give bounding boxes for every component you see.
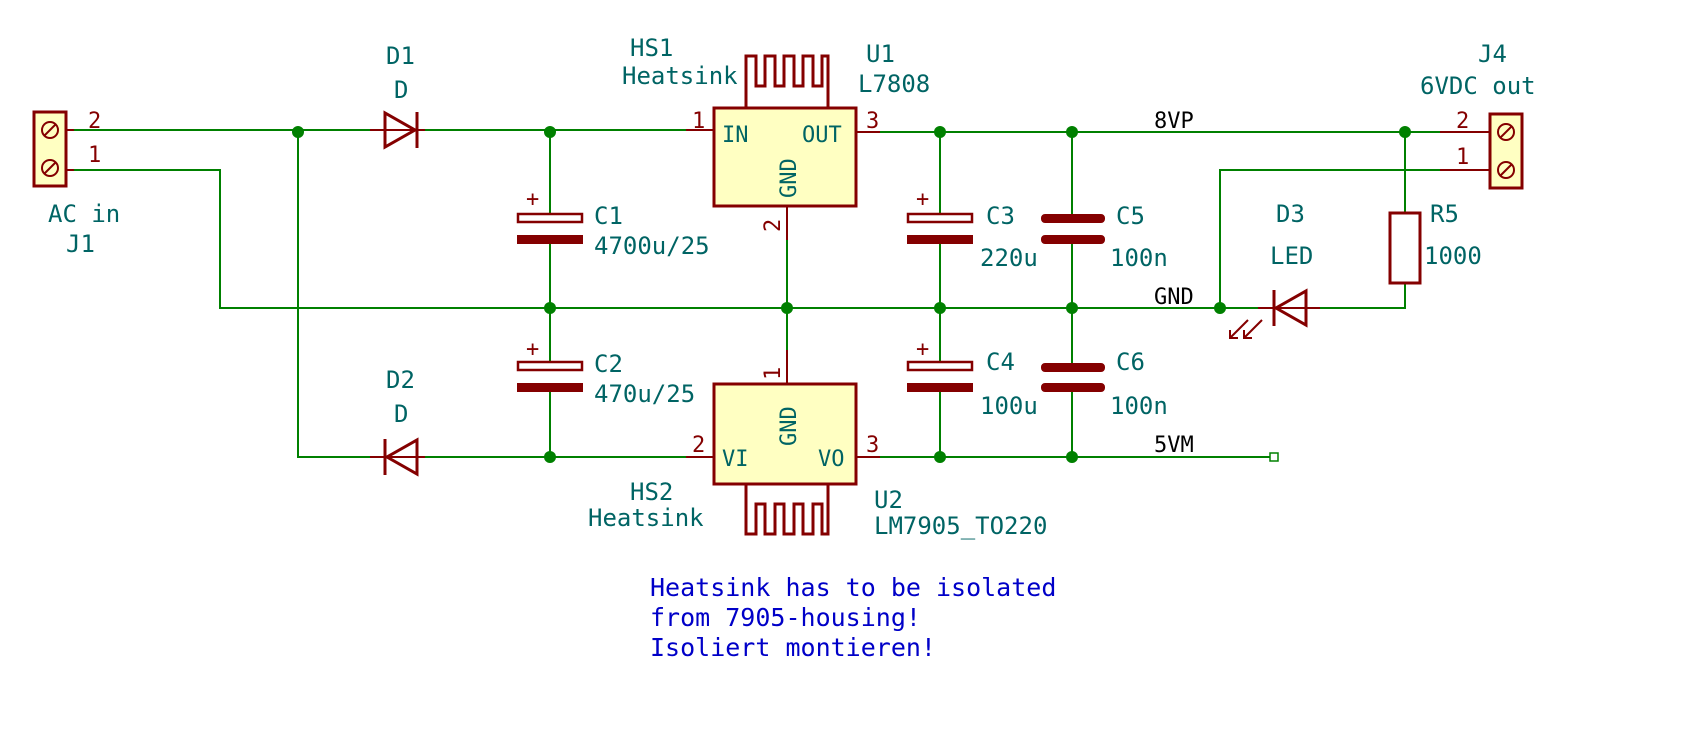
c3-plus: + <box>916 187 929 212</box>
u2-gnd-label: GND <box>777 406 802 446</box>
net-label-gnd: GND <box>1154 285 1194 310</box>
d3-ref: D3 <box>1276 200 1305 228</box>
u1-in-label: IN <box>722 123 749 148</box>
hs1-ref: HS1 <box>630 34 673 62</box>
junctions <box>292 126 1411 463</box>
c1-ref: C1 <box>594 202 623 230</box>
heatsink-hs2: HS2 Heatsink <box>588 478 830 536</box>
j1-value: AC in <box>48 200 120 228</box>
capacitor-c4: + C4 100u <box>906 337 1038 420</box>
c5-value: 100n <box>1110 244 1168 272</box>
r5-value: 1000 <box>1424 242 1482 270</box>
net-label-8vp: 8VP <box>1154 109 1194 134</box>
c4-value: 100u <box>980 392 1038 420</box>
j4-pin2-label: 2 <box>1456 109 1469 134</box>
r5-ref: R5 <box>1430 200 1459 228</box>
c6-value: 100n <box>1110 392 1168 420</box>
u1-gnd-label: GND <box>777 158 802 198</box>
diode-d1: D1 D <box>370 42 425 150</box>
c2-plus: + <box>526 337 539 362</box>
note-line-3: Isoliert montieren! <box>650 633 936 662</box>
j1-pin2-label: 2 <box>88 109 101 134</box>
u2-pin3-num: 3 <box>866 433 879 458</box>
c4-plus: + <box>916 337 929 362</box>
u1-pin3-num: 3 <box>866 109 879 134</box>
note-line-2: from 7905-housing! <box>650 603 921 632</box>
u2-value: LM7905_TO220 <box>874 512 1047 540</box>
led-light-arrows-icon <box>1229 319 1263 339</box>
capacitor-c3: + C3 220u <box>906 187 1038 272</box>
c6-ref: C6 <box>1116 348 1145 376</box>
regulator-u2: 2 3 1 VI VO GND U2 LM7905_TO220 <box>686 350 1047 540</box>
connector-j1: 2 1 AC in J1 <box>32 109 120 258</box>
heatsink-hs1: HS1 Heatsink <box>622 34 830 110</box>
net-label-5vm: 5VM <box>1154 433 1194 458</box>
j1-ref: J1 <box>66 230 95 258</box>
c1-plus: + <box>526 187 539 212</box>
j4-value: 6VDC out <box>1420 72 1536 100</box>
d1-value: D <box>394 76 408 104</box>
u2-vo-label: VO <box>818 447 845 472</box>
u2-vi-label: VI <box>722 447 749 472</box>
hs2-ref: HS2 <box>630 478 673 506</box>
isolation-note: Heatsink has to be isolated from 7905-ho… <box>650 573 1056 662</box>
capacitor-c1: + C1 4700u/25 <box>516 187 710 260</box>
c2-ref: C2 <box>594 350 623 378</box>
u2-pin2-num: 2 <box>692 433 705 458</box>
d1-ref: D1 <box>386 42 415 70</box>
u2-pin1-num: 1 <box>761 367 786 380</box>
u1-pin1-num: 1 <box>692 109 705 134</box>
regulator-u1: 1 3 2 IN OUT GND U1 L7808 <box>686 40 930 240</box>
led-d3: D3 LED <box>1229 200 1320 339</box>
u1-value: L7808 <box>858 70 930 98</box>
c5-ref: C5 <box>1116 202 1145 230</box>
j4-ref: J4 <box>1478 40 1507 68</box>
c3-value: 220u <box>980 244 1038 272</box>
note-line-1: Heatsink has to be isolated <box>650 573 1056 602</box>
d2-ref: D2 <box>386 366 415 394</box>
diode-d2: D2 D <box>370 366 425 477</box>
c1-value: 4700u/25 <box>594 232 710 260</box>
capacitor-c6: C6 100n <box>1041 348 1168 420</box>
connector-j4: 2 1 J4 6VDC out <box>1420 40 1536 190</box>
d3-value: LED <box>1270 242 1313 270</box>
u2-ref: U2 <box>874 486 903 514</box>
c4-ref: C4 <box>986 348 1015 376</box>
j4-pin1-label: 1 <box>1456 145 1469 170</box>
capacitor-c2: + C2 470u/25 <box>516 337 695 408</box>
c2-value: 470u/25 <box>594 380 695 408</box>
u1-ref: U1 <box>866 40 895 68</box>
hs1-value: Heatsink <box>622 62 738 90</box>
capacitor-c5: C5 100n <box>1041 202 1168 272</box>
j1-pin1-label: 1 <box>88 143 101 168</box>
5vm-terminal <box>1269 452 1279 462</box>
u1-out-label: OUT <box>802 123 842 148</box>
u1-pin2-num: 2 <box>761 219 786 232</box>
hs2-value: Heatsink <box>588 504 704 532</box>
d2-value: D <box>394 400 408 428</box>
c3-ref: C3 <box>986 202 1015 230</box>
resistor-r5: R5 1000 <box>1388 200 1482 285</box>
